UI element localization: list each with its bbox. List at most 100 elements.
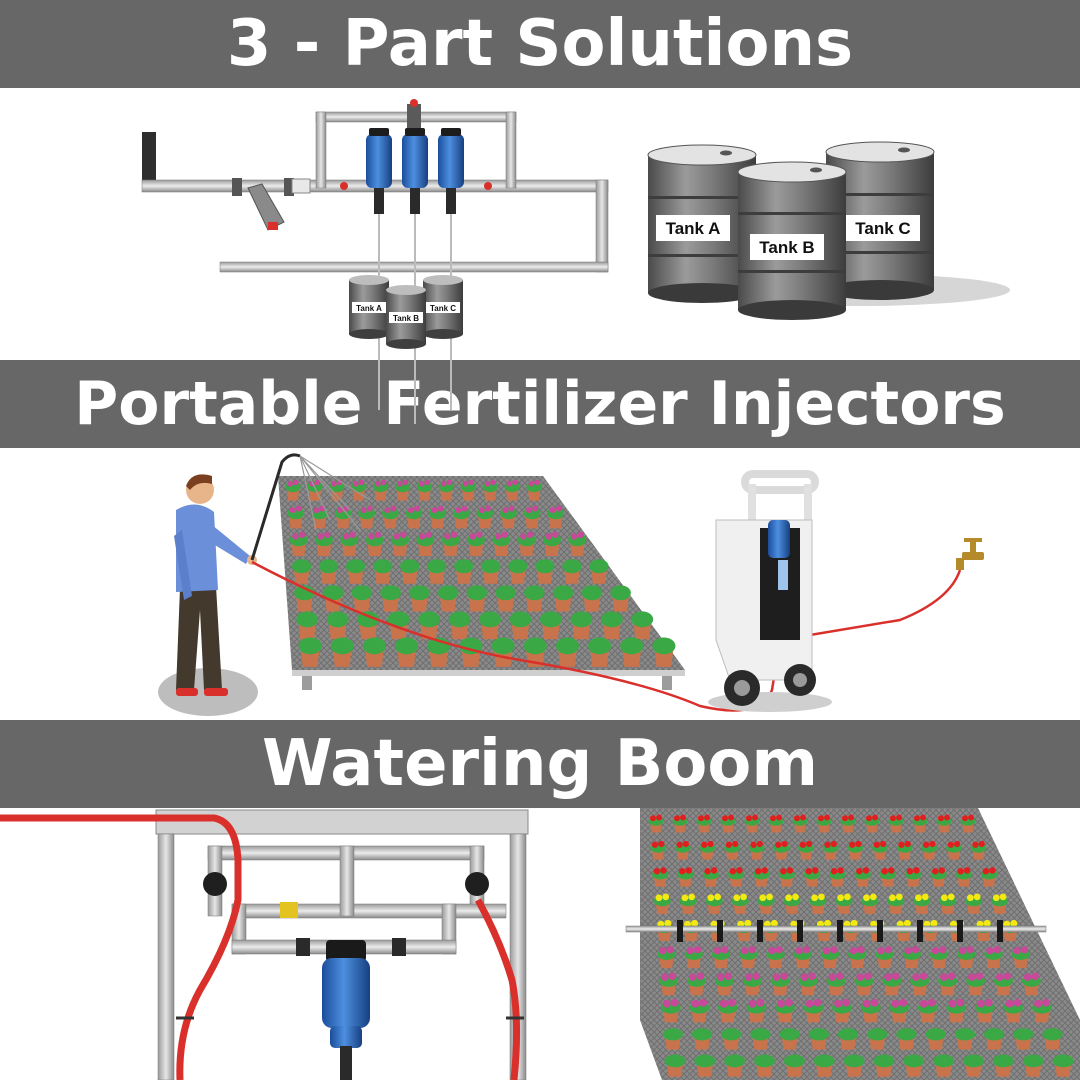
flower <box>919 999 928 1008</box>
foliage <box>721 1028 742 1041</box>
flower <box>384 507 391 514</box>
flower <box>822 947 831 955</box>
flower <box>794 815 800 822</box>
foliage <box>552 585 574 601</box>
flower <box>999 893 1007 901</box>
flower <box>1020 946 1029 954</box>
flower <box>748 999 757 1008</box>
flower <box>856 867 863 875</box>
foliage <box>481 559 501 574</box>
foliage <box>954 1028 976 1041</box>
foliage <box>562 559 582 574</box>
flower <box>931 947 940 955</box>
flower <box>490 479 496 486</box>
flower <box>983 919 991 927</box>
flower <box>744 973 753 982</box>
foliage <box>387 611 410 628</box>
foliage <box>351 585 373 601</box>
foliage <box>652 637 676 655</box>
foliage <box>837 1028 859 1041</box>
portable-injector-cart <box>708 470 832 712</box>
flower <box>1003 972 1012 981</box>
flower <box>740 947 749 955</box>
flower <box>800 973 809 982</box>
flower <box>780 972 788 981</box>
flower <box>759 894 767 902</box>
boom-nozzle <box>877 920 883 942</box>
flower <box>780 867 787 875</box>
foliage <box>524 585 545 601</box>
flower <box>866 815 872 822</box>
flower <box>812 867 819 874</box>
boom-nozzles <box>677 920 1003 942</box>
flower <box>906 867 914 875</box>
flower <box>722 815 728 822</box>
flower <box>799 841 807 848</box>
flower <box>662 893 670 901</box>
flower <box>431 507 438 514</box>
flower <box>688 893 696 901</box>
flower <box>750 841 757 848</box>
foliage <box>466 585 488 601</box>
flower <box>484 481 491 487</box>
foliage <box>589 559 609 574</box>
foliage <box>779 1028 800 1041</box>
flower <box>699 998 708 1007</box>
flower <box>317 533 324 540</box>
flower <box>963 867 971 874</box>
boom-nozzle <box>797 920 803 942</box>
flower <box>478 507 485 514</box>
flower <box>494 533 502 540</box>
flower <box>862 867 870 874</box>
flower <box>746 815 752 822</box>
flower <box>744 919 752 927</box>
foliage <box>610 585 631 601</box>
flower <box>856 973 864 982</box>
flower <box>967 973 976 982</box>
boom-nozzle <box>917 920 923 942</box>
flower <box>777 999 785 1008</box>
flower <box>754 867 762 875</box>
flower <box>413 505 421 512</box>
flower <box>792 893 799 901</box>
foliage <box>491 637 515 655</box>
flower <box>534 479 540 486</box>
flower <box>729 867 737 875</box>
flower <box>903 919 911 927</box>
flower <box>701 841 708 848</box>
foliage <box>555 637 579 655</box>
flower <box>710 867 718 874</box>
foliage <box>437 585 459 601</box>
foliage <box>418 611 440 628</box>
flower <box>462 481 469 487</box>
flower <box>506 481 513 487</box>
flower <box>785 894 793 902</box>
flower <box>676 841 683 848</box>
flower <box>360 507 367 514</box>
flower <box>693 946 702 954</box>
flower <box>1034 999 1042 1008</box>
foliage <box>357 611 380 628</box>
flower <box>732 840 739 848</box>
flower <box>446 479 452 486</box>
flower <box>670 998 679 1007</box>
flower <box>549 507 556 514</box>
flower <box>920 814 926 821</box>
flower <box>714 893 722 901</box>
flower <box>461 505 468 512</box>
flower <box>966 946 974 954</box>
flower <box>570 533 578 540</box>
foliage <box>925 1028 946 1041</box>
flower <box>805 867 813 875</box>
foliage <box>508 559 528 574</box>
small-tank-c-label: Tank C <box>430 304 456 313</box>
foliage <box>581 585 603 601</box>
flower <box>752 972 760 981</box>
flower <box>707 840 714 848</box>
hose-portable <box>251 560 962 712</box>
flower <box>508 505 515 512</box>
boom-bench <box>625 808 1080 1080</box>
flower <box>402 479 409 486</box>
flower <box>968 814 974 821</box>
flower <box>380 479 387 486</box>
